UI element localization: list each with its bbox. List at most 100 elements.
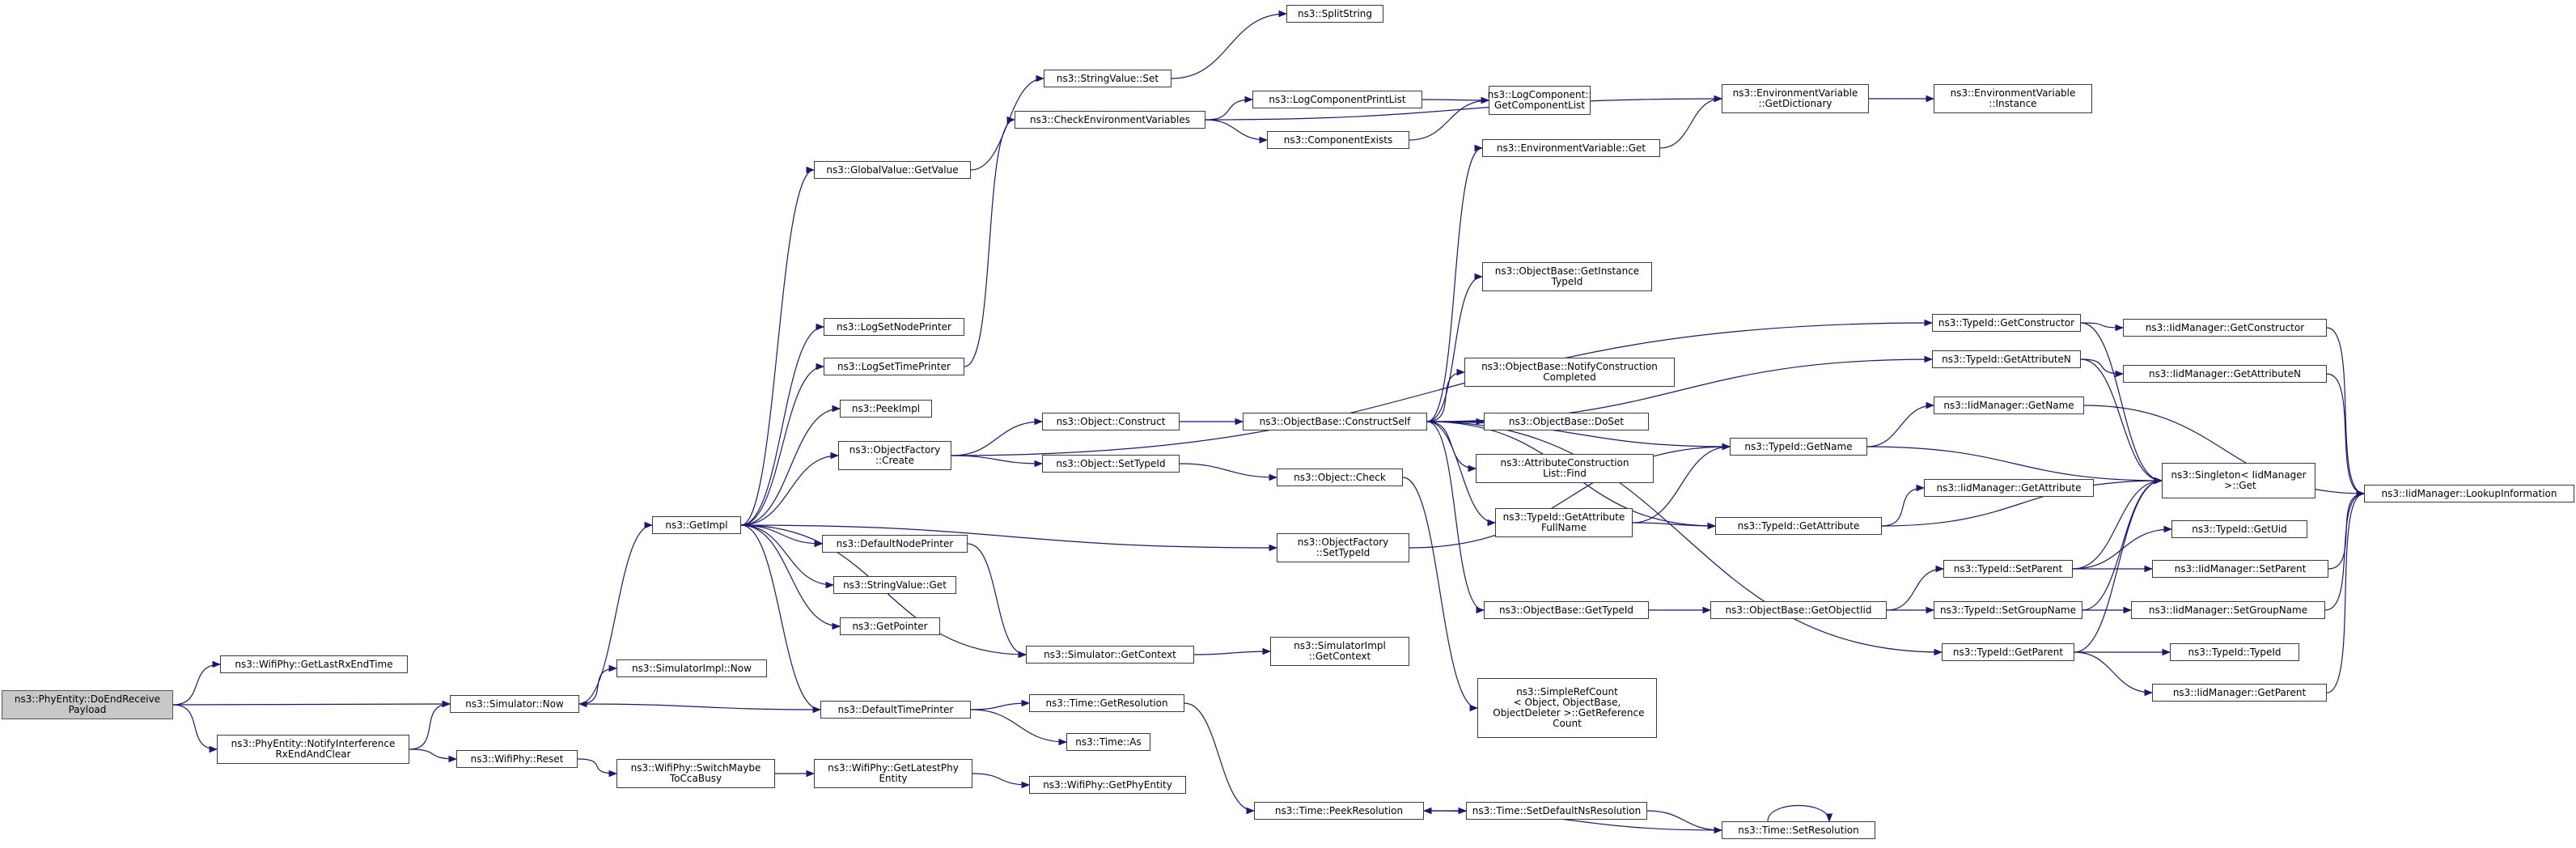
node-objFactSetTypeId[interactable]: ns3::ObjectFactory ::SetTypeId [1277, 533, 1409, 562]
node-envVarInst[interactable]: ns3::EnvironmentVariable ::Instance [1934, 84, 2092, 113]
edge-getLatestPhy-to-getPhyEntity [972, 773, 1031, 789]
node-wifiReset[interactable]: ns3::WifiPhy::Reset [456, 750, 578, 768]
node-envVarDict[interactable]: ns3::EnvironmentVariable ::GetDictionary [1722, 84, 1869, 113]
node-doSet[interactable]: ns3::ObjectBase::DoSet [1484, 413, 1649, 430]
node-simImplNow[interactable]: ns3::SimulatorImpl::Now [616, 659, 767, 677]
node-typeIdGetName[interactable]: ns3::TypeId::GetName [1730, 438, 1867, 456]
node-typeIdSetParent[interactable]: ns3::TypeId::SetParent [1943, 560, 2073, 578]
node-simImplGetContext[interactable]: ns3::SimulatorImpl ::GetContext [1270, 637, 1409, 666]
node-typeIdGetAttr[interactable]: ns3::TypeId::GetAttribute [1715, 517, 1882, 535]
edge-logSetTime-to-checkEnv [964, 116, 1016, 367]
node-typeIdTypeId[interactable]: ns3::TypeId::TypeId [2170, 643, 2299, 661]
node-attrConstrFind[interactable]: ns3::AttributeConstruction List::Find [1476, 454, 1654, 483]
edge-envVarGet-to-envVarDict [1659, 95, 1723, 149]
node-defNodePrinter[interactable]: ns3::DefaultNodePrinter [822, 535, 968, 553]
edge-constructSelf-to-notifyConstr [1426, 368, 1466, 422]
node-globalGetValue[interactable]: ns3::GlobalValue::GetValue [814, 161, 971, 179]
edge-compExists-to-logCompGet [1409, 96, 1490, 141]
edge-getImpl-to-objFactCreate [740, 452, 840, 526]
node-typeIdGetUid[interactable]: ns3::TypeId::GetUid [2171, 520, 2307, 538]
edge-constructSelf-to-typeIdGetAttrFull [1426, 421, 1497, 527]
node-iidGetAttribute[interactable]: ns3::IidManager::GetAttribute [1924, 479, 2094, 497]
edge-defTimePrinter-to-timeAs [970, 709, 1068, 746]
node-iidGetName[interactable]: ns3::IidManager::GetName [1934, 396, 2084, 414]
node-iidLookup[interactable]: ns3::IidManager::LookupInformation [2364, 485, 2574, 502]
node-getPhyEntity[interactable]: ns3::WifiPhy::GetPhyEntity [1029, 776, 1186, 794]
node-typeIdGetConstructor[interactable]: ns3::TypeId::GetConstructor [1932, 314, 2081, 332]
node-getInstTypeId[interactable]: ns3::ObjectBase::GetInstance TypeId [1482, 262, 1652, 291]
node-notifyInterf[interactable]: ns3::PhyEntity::NotifyInterference RxEnd… [217, 735, 409, 764]
node-peekImpl[interactable]: ns3::PeekImpl [840, 400, 932, 418]
node-getLastRx[interactable]: ns3::WifiPhy::GetLastRxEndTime [220, 655, 408, 673]
node-root: ns3::PhyEntity::DoEndReceive Payload [2, 690, 173, 719]
edge-typeIdGetParent-to-iidGetParent [2074, 651, 2154, 697]
node-getObjectIid[interactable]: ns3::ObjectBase::GetObjectIid [1710, 601, 1887, 619]
node-compExists[interactable]: ns3::ComponentExists [1267, 131, 1409, 149]
edge-getImpl-to-defTimePrinter [740, 524, 822, 714]
edge-typeIdGetAttr-to-iidGetAttribute [1881, 484, 1926, 527]
node-getPointer[interactable]: ns3::GetPointer [840, 617, 940, 635]
edge-iidSetGroup-to-iidLookup [2324, 490, 2366, 611]
node-objBaseGetTypeId[interactable]: ns3::ObjectBase::GetTypeId [1484, 601, 1649, 619]
node-logSetTime[interactable]: ns3::LogSetTimePrinter [824, 358, 964, 375]
node-iidGetAttributeN[interactable]: ns3::IidManager::GetAttributeN [2123, 365, 2327, 383]
node-timeAs[interactable]: ns3::Time::As [1066, 733, 1150, 751]
edge-notifyInterf-to-wifiReset [409, 748, 458, 763]
edge-typeIdGetAttr-to-singletonGet [1881, 477, 2163, 527]
edge-typeIdGetParent-to-singletonGet [2074, 477, 2163, 653]
node-defTimePrinter[interactable]: ns3::DefaultTimePrinter [820, 701, 971, 719]
edge-typeIdGetName-to-singletonGet [1866, 446, 2163, 485]
edge-typeIdSetParent-to-singletonGet [2072, 477, 2163, 570]
node-typeIdSetGroup[interactable]: ns3::TypeId::SetGroupName [1934, 601, 2082, 619]
edge-objFactCreate-to-objConstruct [951, 418, 1044, 456]
edge-checkEnv-to-envVarDict [1205, 95, 1723, 121]
node-stringValueSet[interactable]: ns3::StringValue::Set [1044, 70, 1171, 87]
node-getImpl[interactable]: ns3::GetImpl [652, 516, 741, 534]
node-notifyConstr[interactable]: ns3::ObjectBase::NotifyConstruction Comp… [1464, 358, 1675, 387]
edge-getImpl-to-logSetNode [740, 323, 825, 526]
edge-simGetContext-to-simImplGetContext [1193, 647, 1272, 655]
edge-typeIdGetAttrFull-to-typeIdGetAttr [1632, 522, 1717, 530]
node-logCompGet[interactable]: ns3::LogComponent:: GetComponentList [1488, 86, 1591, 115]
node-timePeekRes[interactable]: ns3::Time::PeekResolution [1254, 802, 1424, 820]
node-splitString[interactable]: ns3::SplitString [1286, 5, 1383, 23]
edge-typeIdGetConstructor-to-singletonGet [2080, 322, 2163, 485]
node-simNow[interactable]: ns3::Simulator::Now [450, 695, 579, 713]
node-typeIdGetAttrFull[interactable]: ns3::TypeId::GetAttribute FullName [1495, 508, 1633, 537]
node-timeSetRes[interactable]: ns3::Time::SetResolution [1722, 821, 1875, 839]
node-constructSelf[interactable]: ns3::ObjectBase::ConstructSelf [1243, 413, 1427, 430]
node-simGetContext[interactable]: ns3::Simulator::GetContext [1026, 646, 1194, 664]
node-iidGetConstructor[interactable]: ns3::IidManager::GetConstructor [2123, 319, 2327, 337]
node-getLatestPhy[interactable]: ns3::WifiPhy::GetLatestPhy Entity [814, 759, 972, 788]
node-simpleRefCount[interactable]: ns3::SimpleRefCount < Object, ObjectBase… [1477, 678, 1657, 738]
node-checkEnv[interactable]: ns3::CheckEnvironmentVariables [1015, 111, 1205, 129]
edge-root-to-notifyInterf [172, 704, 218, 753]
node-objConstruct[interactable]: ns3::Object::Construct [1042, 413, 1180, 430]
node-logCompPrint[interactable]: ns3::LogComponentPrintList [1252, 91, 1422, 108]
edge-typeIdGetAttrN-to-singletonGet [2080, 358, 2163, 485]
node-timeGetRes[interactable]: ns3::Time::GetResolution [1029, 694, 1184, 712]
node-envVarGet[interactable]: ns3::EnvironmentVariable::Get [1482, 139, 1660, 157]
node-objCheck[interactable]: ns3::Object::Check [1277, 469, 1403, 486]
node-objFactCreate[interactable]: ns3::ObjectFactory ::Create [838, 441, 951, 470]
edge-defTimePrinter-to-timeGetRes [970, 699, 1031, 710]
node-typeIdGetParent[interactable]: ns3::TypeId::GetParent [1942, 643, 2074, 661]
node-objSetTypeId[interactable]: ns3::Object::SetTypeId [1042, 455, 1180, 473]
node-iidSetParent[interactable]: ns3::IidManager::SetParent [2152, 560, 2328, 578]
edge-getImpl-to-objFactSetTypeId [740, 524, 1278, 552]
edge-defTimePrinter-to-simNow [578, 700, 821, 710]
node-iidGetParent[interactable]: ns3::IidManager::GetParent [2152, 684, 2327, 702]
edge-typeIdSetParent-to-typeIdGetUid [2072, 525, 2173, 570]
node-iidSetGroup[interactable]: ns3::IidManager::SetGroupName [2131, 601, 2325, 619]
edge-getImpl-to-stringValueGet [740, 524, 835, 589]
node-timeSetDefNs[interactable]: ns3::Time::SetDefaultNsResolution [1466, 802, 1647, 820]
node-logSetNode[interactable]: ns3::LogSetNodePrinter [824, 318, 964, 336]
edge-getImpl-to-logSetTime [740, 363, 825, 526]
node-typeIdGetAttrN[interactable]: ns3::TypeId::GetAttributeN [1932, 350, 2081, 368]
node-switchMaybe[interactable]: ns3::WifiPhy::SwitchMaybe ToCcaBusy [616, 759, 775, 788]
node-stringValueGet[interactable]: ns3::StringValue::Get [833, 576, 956, 594]
edge-getImpl-to-getPointer [740, 524, 841, 630]
node-singletonGet[interactable]: ns3::Singleton< IidManager >::Get [2162, 463, 2315, 498]
edge-timeSetDefNs-to-timeSetRes [1646, 810, 1723, 834]
